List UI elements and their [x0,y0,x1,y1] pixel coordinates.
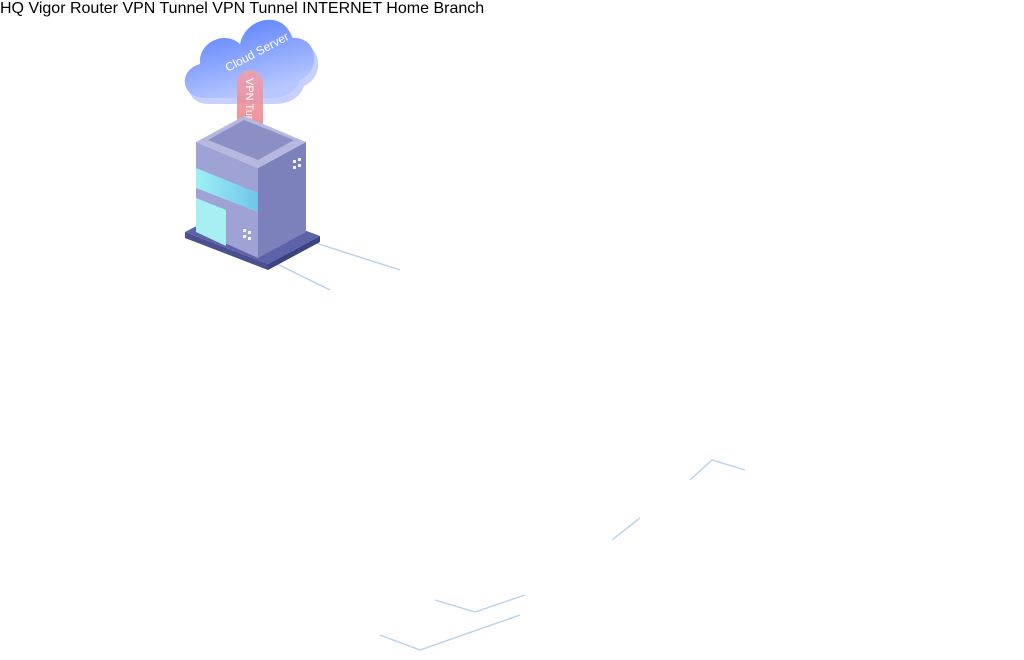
vpn-tunnel-home: VPN Tunnel [122,0,212,17]
internet-label: INTERNET [302,0,382,17]
vpn-tunnel-branch: VPN Tunnel [212,0,302,17]
home-label: Home [386,0,429,17]
internet-cloud-icon: INTERNET [302,0,386,17]
vpn-tunnel-branch-label: VPN Tunnel [212,0,298,17]
hq-building-icon [185,116,320,270]
vpn-tunnel-home-label: VPN Tunnel [122,0,208,17]
cloud-server-icon: Cloud Server [184,19,319,104]
branch-label: Branch [433,0,485,17]
vigor-router-label: Vigor Router [28,0,118,17]
hq-label: HQ [0,0,24,17]
cables [264,237,746,651]
